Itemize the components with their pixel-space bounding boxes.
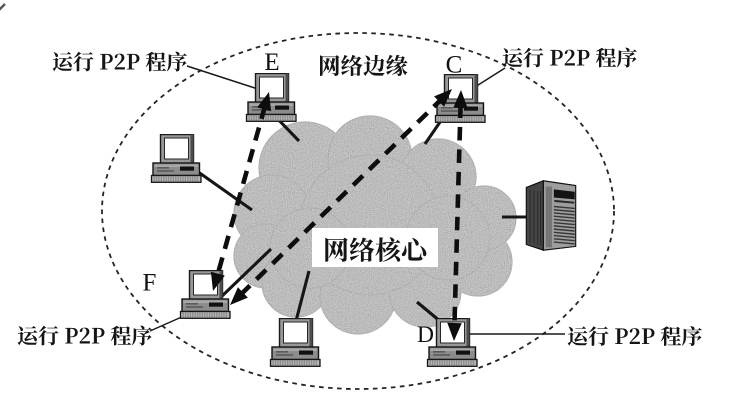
- p2p-link-f-c: [230, 89, 452, 305]
- network-core-label: 网络核心: [323, 237, 427, 266]
- p2p-label-text: 运行 P2P 程序: [17, 325, 145, 349]
- label-pointers: [149, 65, 565, 335]
- network-edge-label: 网络边缘: [318, 54, 408, 79]
- arrowhead: [210, 271, 225, 291]
- network-edge-text: 网络边缘: [318, 54, 408, 79]
- p2p-label-bottom-left: 运行 P2P 程序: [17, 325, 152, 349]
- access-link-left-pc: [193, 167, 253, 212]
- network-core-text: 网络核心: [323, 237, 427, 266]
- host-left-pc: [152, 135, 202, 183]
- access-link-f: [219, 247, 273, 299]
- access-link-bottom-pc: [294, 270, 311, 322]
- p2p-label-top-left: 运行 P2P 程序: [52, 51, 187, 75]
- arrowhead: [434, 89, 452, 107]
- node-letter-f: F: [143, 270, 157, 297]
- p2p-label-bottom-right: 运行 P2P 程序: [567, 325, 702, 349]
- arrowhead: [453, 90, 468, 109]
- host-bottom-pc: [271, 319, 321, 367]
- arrowhead: [257, 92, 272, 112]
- node-letter-c: C: [446, 52, 463, 79]
- host-e: [247, 74, 297, 122]
- node-letter-d: D: [417, 322, 434, 348]
- p2p-label-text: 运行 P2P 程序: [567, 325, 695, 349]
- p2p-label-top-right: 运行 P2P 程序: [502, 47, 637, 71]
- p2p-links: [210, 89, 468, 341]
- host-server: [525, 180, 577, 251]
- scan-artifact: [0, 3, 6, 11]
- arrowhead: [230, 287, 248, 305]
- access-links: [193, 105, 529, 324]
- p2p-link-c-d: [447, 90, 468, 341]
- p2p-label-text: 运行 P2P 程序: [502, 47, 630, 71]
- arrowhead: [447, 322, 462, 341]
- network-edge-boundary: [101, 32, 615, 390]
- p2p-link-e-f: [210, 92, 272, 291]
- network-core-cloud: [233, 115, 517, 335]
- node-letter-e: E: [264, 49, 279, 76]
- label-pointer-top-left: [186, 65, 262, 91]
- p2p-label-text: 运行 P2P 程序: [52, 51, 180, 75]
- label-pointer-top-right: [474, 67, 506, 88]
